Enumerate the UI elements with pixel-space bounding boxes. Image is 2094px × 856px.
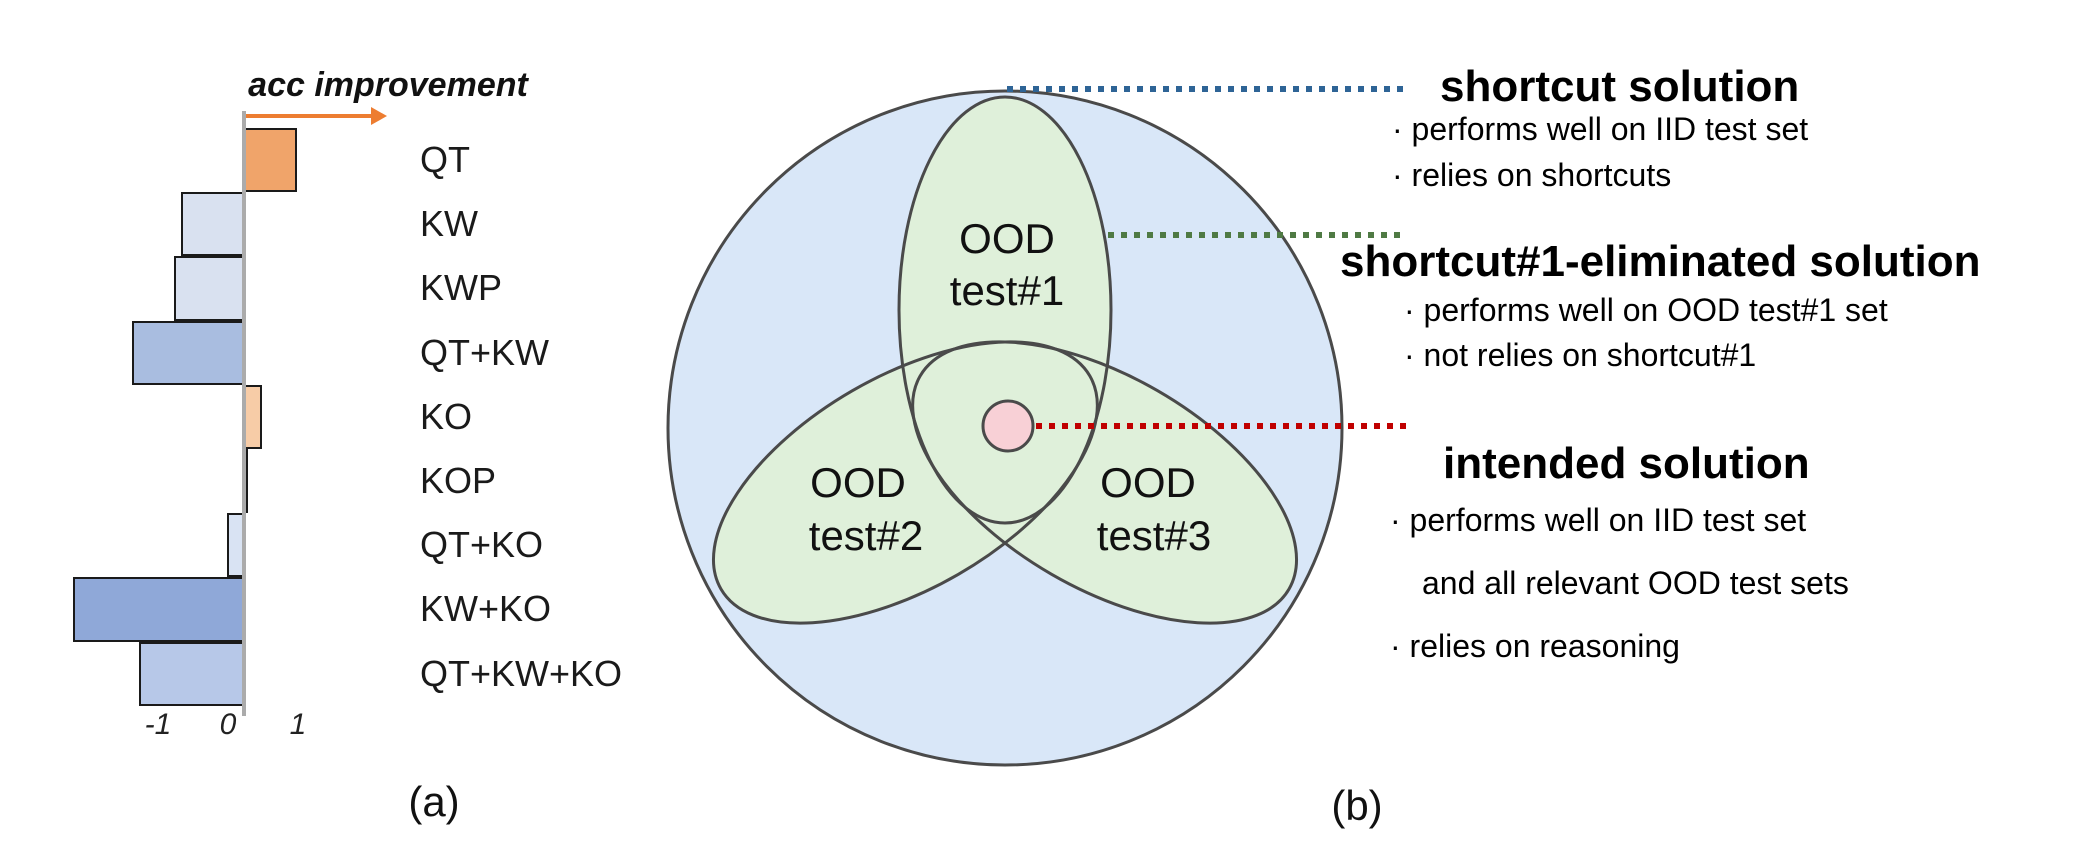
x-tick--1: -1	[144, 708, 172, 741]
bar-QT	[244, 128, 297, 193]
bar-QT+KW	[132, 320, 244, 385]
zero-axis-line	[242, 111, 246, 716]
ood-test1-label-line2: test#1	[950, 267, 1064, 314]
annotation-title-shortcut1-eliminated: shortcut#1-eliminated solution	[1340, 237, 1981, 286]
category-label-QT: QT	[420, 139, 470, 181]
category-label-KW: KW	[420, 203, 478, 245]
annotation-line: · performs well on OOD test#1 set	[1404, 292, 1888, 328]
annotation-line: · relies on reasoning	[1390, 628, 1680, 664]
caption-a: (a)	[408, 778, 460, 825]
category-label-QT+KW: QT+KW	[420, 331, 550, 373]
venn-diagram: OOD test#1 OOD test#2 OOD test#3	[666, 86, 1408, 767]
x-tick-1: 1	[289, 708, 307, 741]
category-label-QT+KO: QT+KO	[420, 524, 544, 566]
bar-KO	[244, 384, 262, 449]
arrow-head-icon	[371, 107, 387, 125]
ood-test2-label-line2: test#2	[809, 512, 923, 559]
category-label-KWP: KWP	[420, 267, 503, 309]
bar-KW	[181, 192, 244, 257]
category-label-QT+KW+KO: QT+KW+KO	[420, 652, 623, 694]
category-label-KW+KO: KW+KO	[420, 588, 552, 630]
annotation-line: · performs well on IID test set	[1392, 111, 1809, 147]
intended-solution-dot	[981, 399, 1035, 453]
x-axis-arrow	[245, 107, 387, 125]
category-label-KOP: KOP	[420, 460, 497, 502]
annotation-line: · performs well on IID test set	[1390, 502, 1807, 538]
ood-test3-label-line1: OOD	[1100, 459, 1196, 506]
x-tick-0: 0	[219, 708, 237, 741]
bar-KWP	[174, 256, 244, 321]
annotation-line: and all relevant OOD test sets	[1422, 565, 1849, 601]
annotation-title-intended-solution: intended solution	[1443, 439, 1810, 488]
bar-KW+KO	[72, 577, 244, 642]
caption-b: (b)	[1331, 782, 1383, 829]
chart-title: acc improvement	[248, 66, 528, 104]
ood-test2-label-line1: OOD	[810, 459, 906, 506]
ood-test1-label-line1: OOD	[959, 215, 1055, 262]
annotation-line: · relies on shortcuts	[1392, 157, 1672, 193]
annotation-line: · not relies on shortcut#1	[1404, 337, 1757, 373]
ood-ellipse-outlines	[711, 95, 1299, 625]
annotation-title-shortcut-solution: shortcut solution	[1440, 62, 1800, 111]
ood-test3-label-line2: test#3	[1097, 512, 1211, 559]
bar-QT+KW+KO	[139, 641, 244, 706]
category-label-KO: KO	[420, 395, 473, 437]
